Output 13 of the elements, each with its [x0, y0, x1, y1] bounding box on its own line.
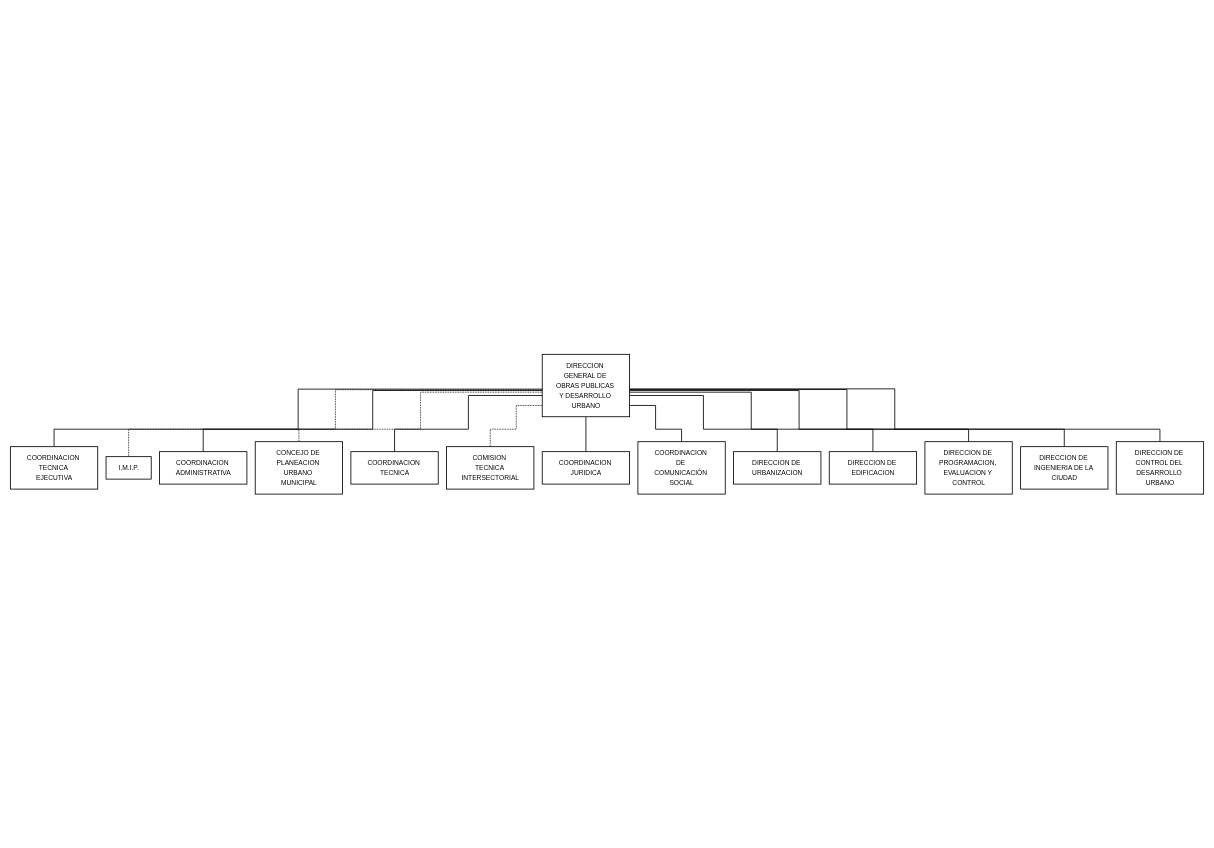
- connector: [585, 416, 587, 452]
- connector: [53, 388, 543, 447]
- connector: [629, 394, 778, 452]
- connector: [489, 404, 543, 447]
- connector: [629, 388, 1161, 442]
- connector: [394, 394, 543, 452]
- connector: [629, 391, 874, 452]
- connector: [202, 389, 543, 452]
- connector: [128, 389, 543, 457]
- connector: [629, 389, 970, 442]
- connector: [629, 388, 1065, 447]
- connector: [629, 404, 682, 442]
- connector: [298, 391, 543, 442]
